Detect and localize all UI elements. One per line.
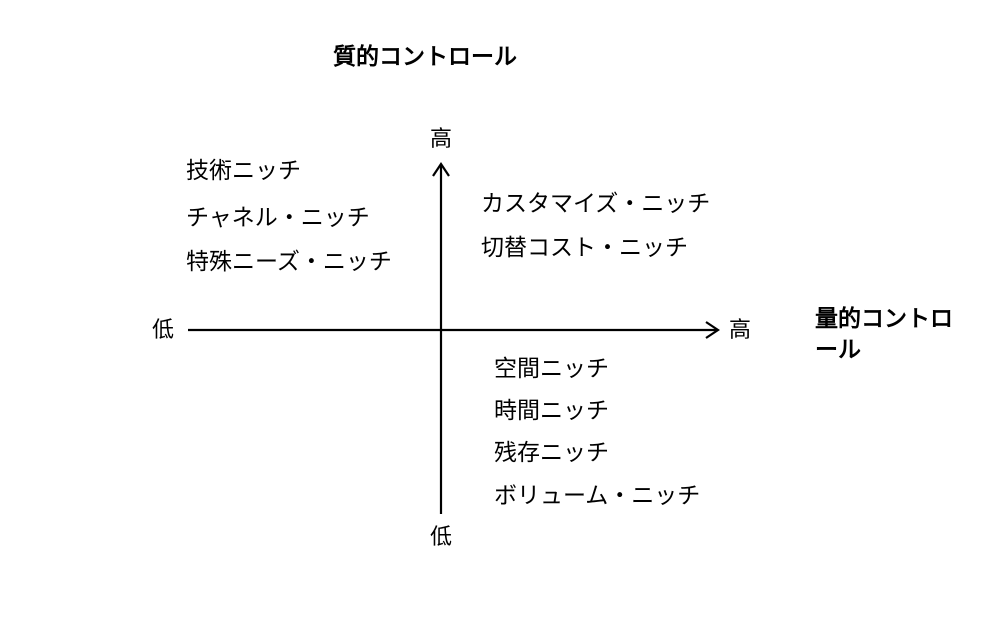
quadrant-top-right-item: カスタマイズ・ニッチ [481, 191, 711, 217]
horizontal-axis-title-line1: 量的コントロ [815, 306, 953, 332]
horizontal-axis-high-label: 高 [729, 318, 752, 343]
quadrant-top-left-item: 特殊ニーズ・ニッチ [186, 249, 392, 275]
quadrant-top-left-item: 技術ニッチ [186, 158, 301, 184]
horizontal-axis-title-line2: ール [815, 337, 861, 363]
quadrant-bottom-right-item: 空間ニッチ [494, 356, 609, 382]
vertical-axis-title: 質的コントロール [333, 44, 517, 70]
horizontal-axis-low-label: 低 [152, 318, 175, 343]
vertical-axis-high-label: 高 [430, 127, 453, 152]
horizontal-axis-arrowhead [705, 321, 720, 339]
quadrant-bottom-right-item: 残存ニッチ [494, 440, 609, 466]
vertical-axis-arrowhead [432, 162, 450, 177]
quadrant-top-left-item: チャネル・ニッチ [186, 205, 370, 231]
quadrant-bottom-right-item: ボリューム・ニッチ [494, 483, 701, 509]
quadrant-bottom-right-item: 時間ニッチ [494, 398, 609, 424]
vertical-axis-low-label: 低 [430, 525, 453, 550]
quadrant-top-right-item: 切替コスト・ニッチ [481, 235, 688, 261]
